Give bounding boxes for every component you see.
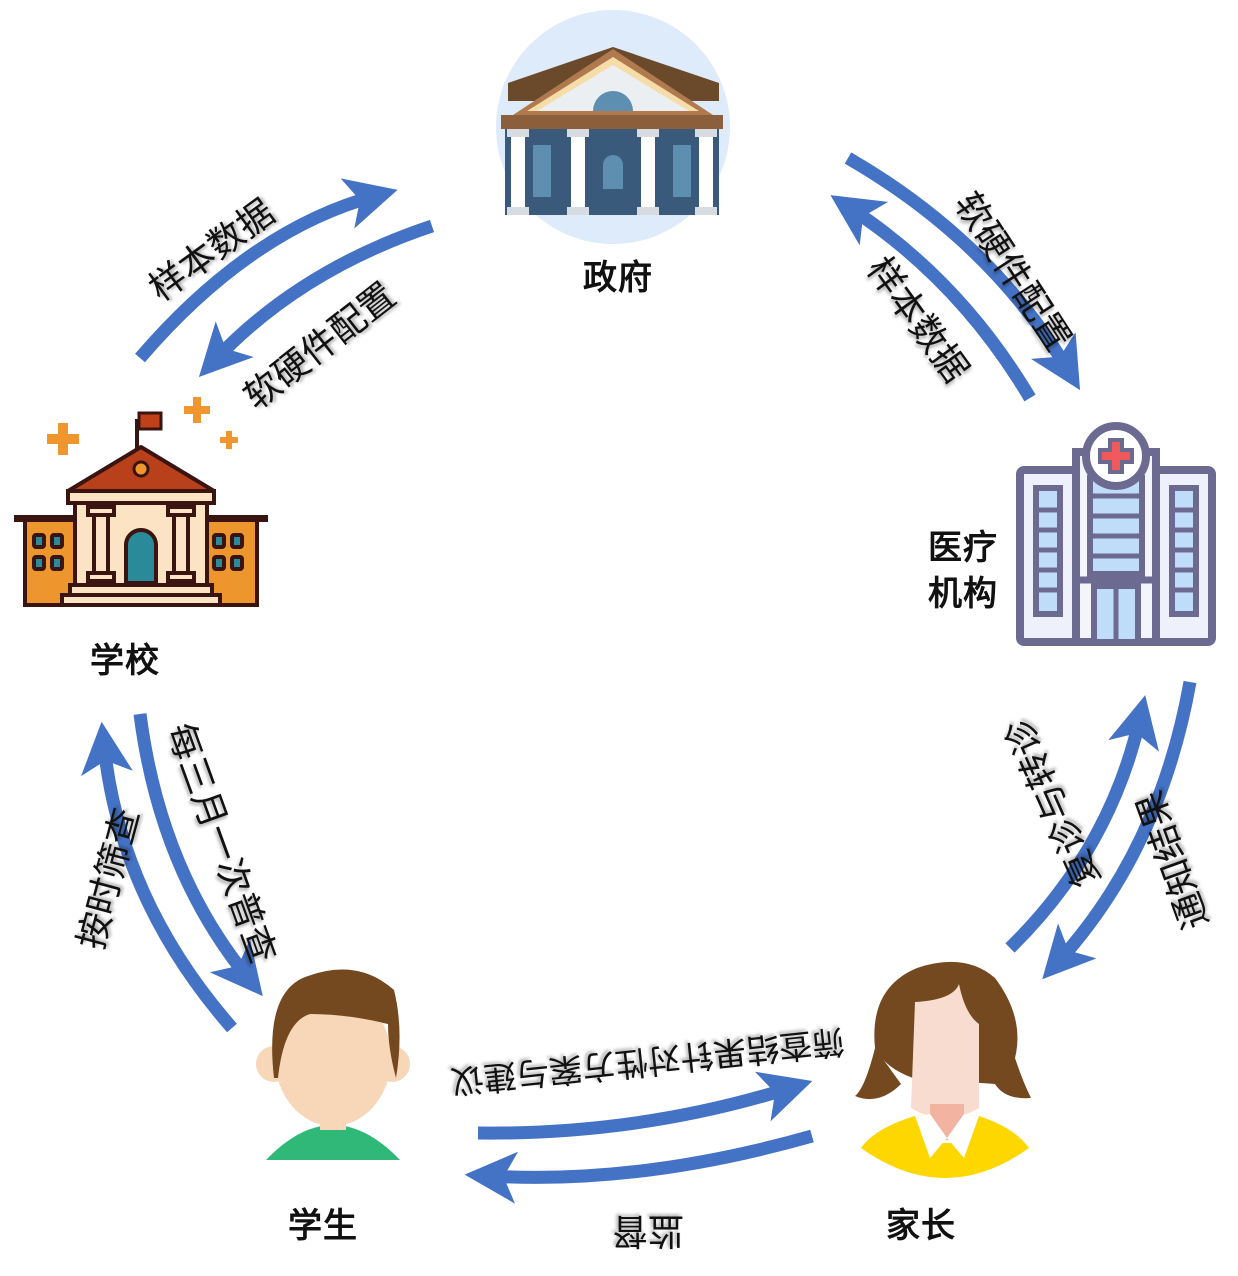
parent-label: 家长 bbox=[886, 1206, 956, 1246]
arrow-parent-to-medical bbox=[1005, 695, 1160, 953]
arrow-government-to-school bbox=[198, 219, 435, 378]
hospital-icon bbox=[1016, 422, 1216, 646]
medical-label-line2: 机构 bbox=[928, 574, 998, 614]
parent-avatar-icon bbox=[855, 961, 1031, 1178]
edge-label-parent-to-student: 监督 bbox=[612, 1210, 685, 1251]
arrow-parent-to-student bbox=[464, 1129, 814, 1204]
arrow-student-to-school bbox=[81, 721, 237, 1033]
school-label: 学校 bbox=[90, 641, 160, 681]
arrow-medical-to-government bbox=[830, 195, 1036, 402]
medical-label-line1: 医疗 bbox=[928, 528, 998, 568]
arrow-government-to-medical bbox=[844, 152, 1081, 391]
arrow-school-to-government bbox=[135, 178, 398, 363]
arrow-student-to-parent bbox=[477, 1071, 813, 1140]
arrow-school-to-student bbox=[133, 713, 263, 997]
government-label: 政府 bbox=[583, 258, 653, 298]
student-label: 学生 bbox=[288, 1206, 358, 1246]
student-avatar-icon bbox=[256, 969, 410, 1160]
arrow-medical-to-parent bbox=[1042, 680, 1197, 980]
government-building-icon bbox=[496, 10, 730, 244]
school-building-icon bbox=[14, 397, 268, 607]
